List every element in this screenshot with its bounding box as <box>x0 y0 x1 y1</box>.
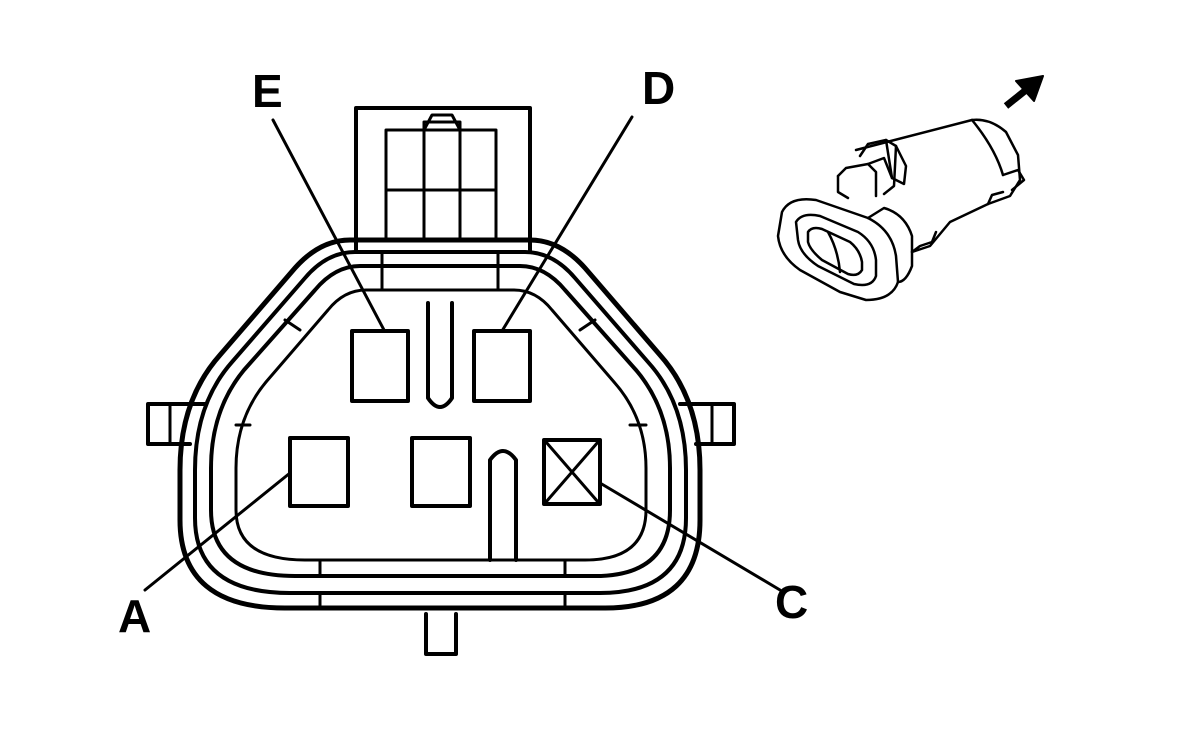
housing-outer-edge <box>177 237 703 611</box>
pin-c-cavity <box>542 438 602 506</box>
connector-face: E D A C <box>118 62 808 656</box>
polarization-rib-bottom <box>488 449 518 562</box>
callout-label-d: D <box>642 62 675 114</box>
pin-a-cavity <box>288 436 350 508</box>
callout-line-e <box>271 118 386 332</box>
callout-line-c <box>598 481 782 592</box>
bottom-key <box>424 612 458 656</box>
arrow-up-right-icon <box>1003 75 1044 109</box>
pin-d-cavity <box>472 329 532 403</box>
seal-inner-edge <box>234 288 648 562</box>
seal-outer-edge <box>209 264 672 578</box>
housing-inner-edge <box>193 250 688 595</box>
callout-label-a: A <box>118 590 151 642</box>
callout-label-e: E <box>252 65 283 117</box>
seal-ribs <box>234 250 648 610</box>
pin-b-cavity <box>410 436 472 508</box>
polarization-rib-top <box>426 301 454 409</box>
callout-line-d <box>500 115 634 333</box>
callout-line-a <box>143 471 292 592</box>
side-key-right <box>678 402 736 446</box>
callout-label-c: C <box>775 576 808 628</box>
side-key-left <box>146 402 207 446</box>
connector-isometric-icon <box>776 118 1026 302</box>
locking-tab <box>354 106 532 252</box>
pin-e-cavity <box>350 329 410 403</box>
